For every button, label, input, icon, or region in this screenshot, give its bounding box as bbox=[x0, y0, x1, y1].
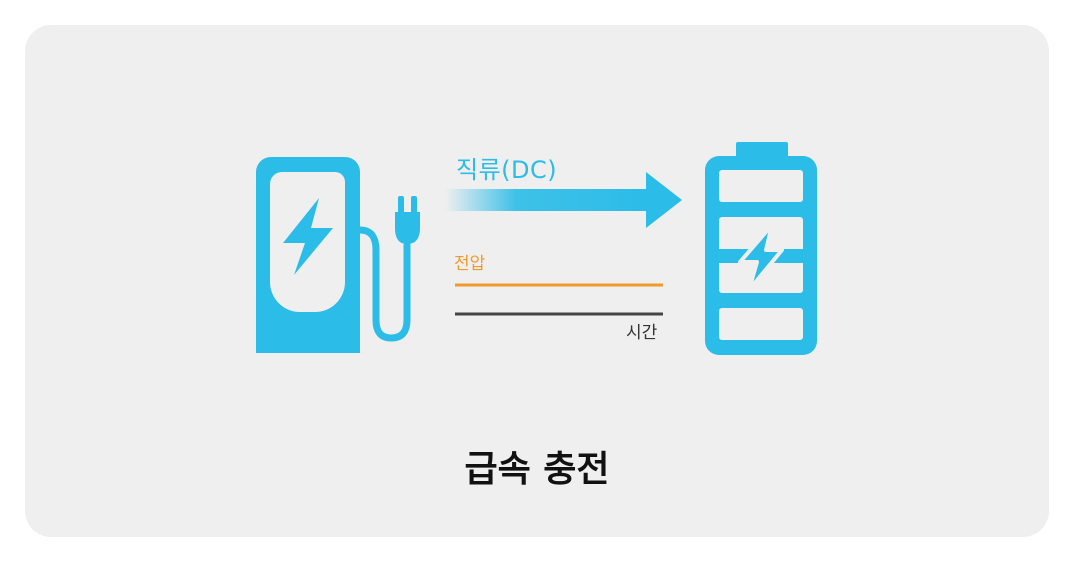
battery-charging-icon bbox=[705, 142, 817, 355]
diagram-caption: 급속 충전 bbox=[464, 449, 610, 490]
lightning-bolt-icon bbox=[283, 198, 333, 275]
time-label: 시간 bbox=[626, 323, 658, 343]
ev-charging-station-icon bbox=[256, 157, 360, 353]
current-type-label: 직류(DC) bbox=[456, 156, 558, 184]
plug-icon bbox=[356, 196, 420, 342]
lightning-bolt-icon bbox=[738, 223, 784, 292]
diagram-card bbox=[25, 25, 1049, 537]
arrow-right-icon bbox=[445, 172, 682, 228]
voltage-label: 전압 bbox=[454, 254, 486, 274]
